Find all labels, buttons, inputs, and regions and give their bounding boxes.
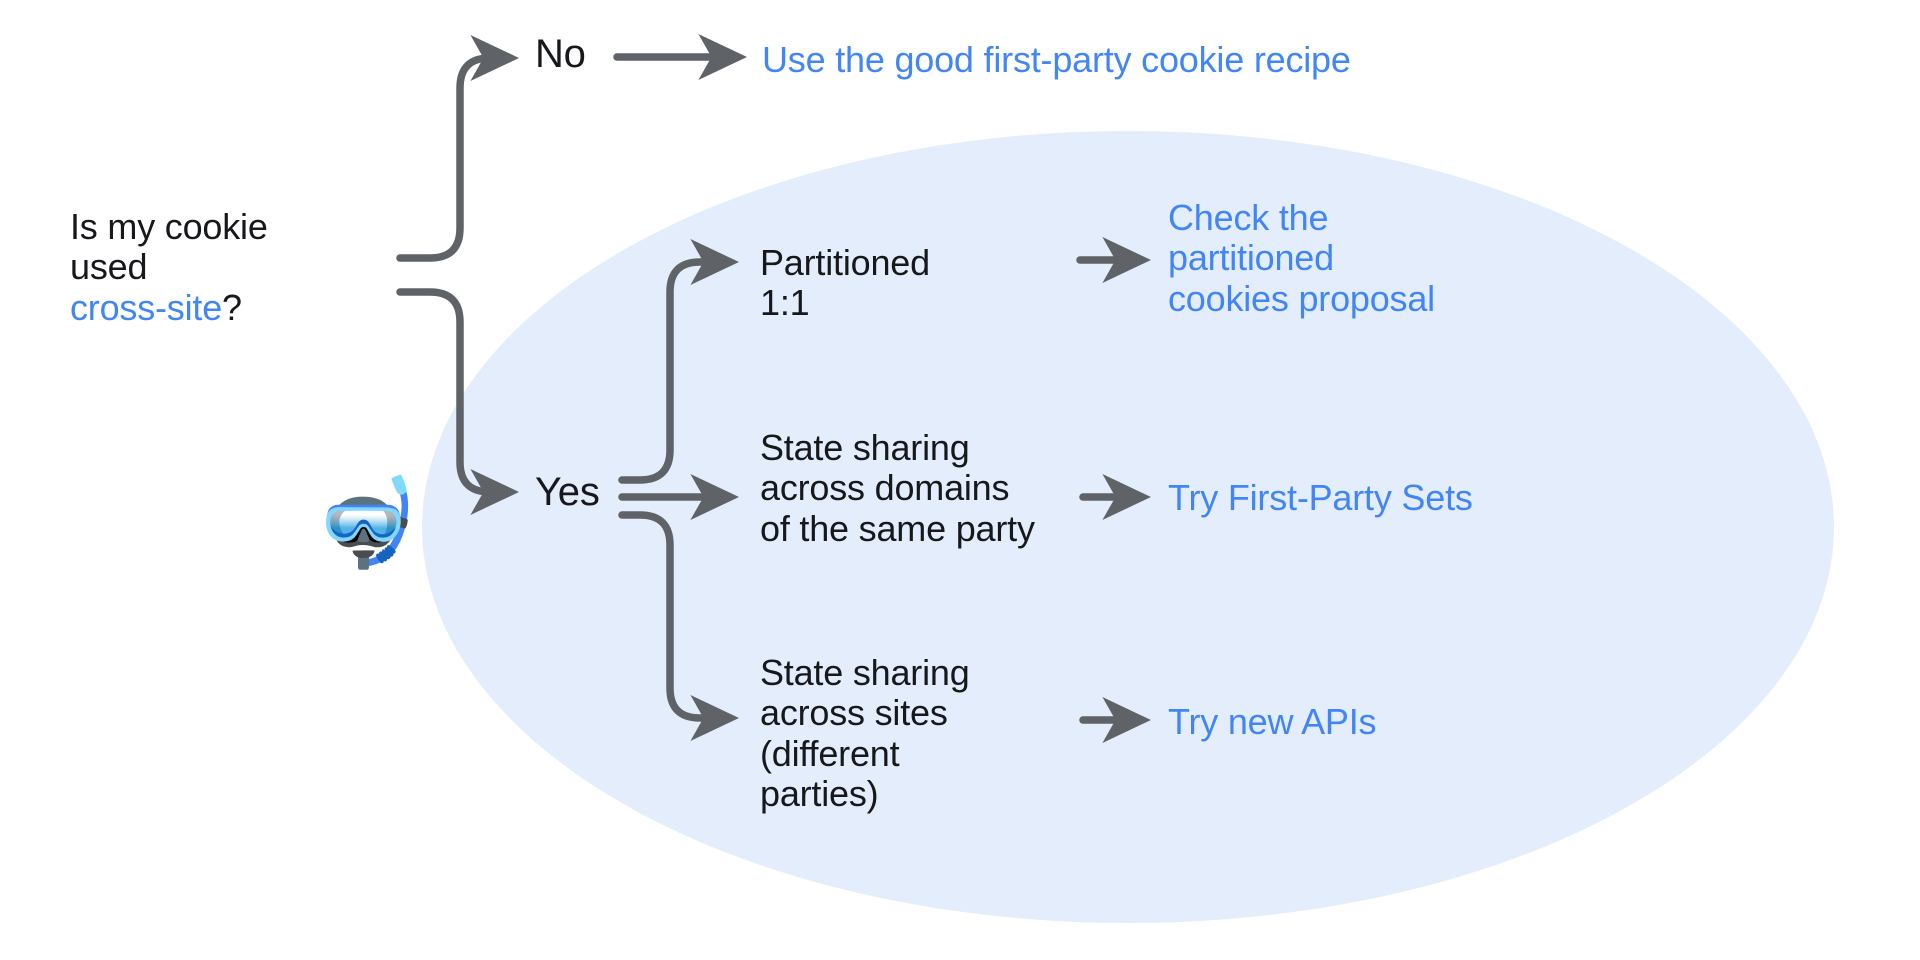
question-line-2: used [70,246,148,288]
question-highlight-cross-site[interactable]: cross-site [70,286,223,328]
edge-question-to-no [396,35,520,262]
question-line-1: Is my cookie [70,206,268,247]
branch-label-2: State sharing across domains of the same… [760,427,1035,549]
edge-question-to-yes [396,288,520,515]
branch-label-1: Partitioned 1:1 [760,242,930,324]
answer-label-no: No [535,32,586,76]
answer-label-yes: Yes [535,470,600,514]
edge-yes-to-branch-3 [618,511,740,741]
outcome-partitioned-cookies-proposal[interactable]: Check the partitioned cookies proposal [1168,197,1435,319]
edge-yes-to-branch-1 [618,239,740,484]
branch-label-3: State sharing across sites (different pa… [760,652,970,814]
outcome-first-party-sets[interactable]: Try First-Party Sets [1168,477,1473,518]
diving-mask-icon: 🤿 [312,475,420,571]
outcome-try-new-apis[interactable]: Try new APIs [1168,701,1377,742]
background-ellipse [422,131,1834,923]
outcome-first-party-cookie-recipe[interactable]: Use the good first-party cookie recipe [762,39,1351,80]
question-mark: ? [222,286,242,328]
